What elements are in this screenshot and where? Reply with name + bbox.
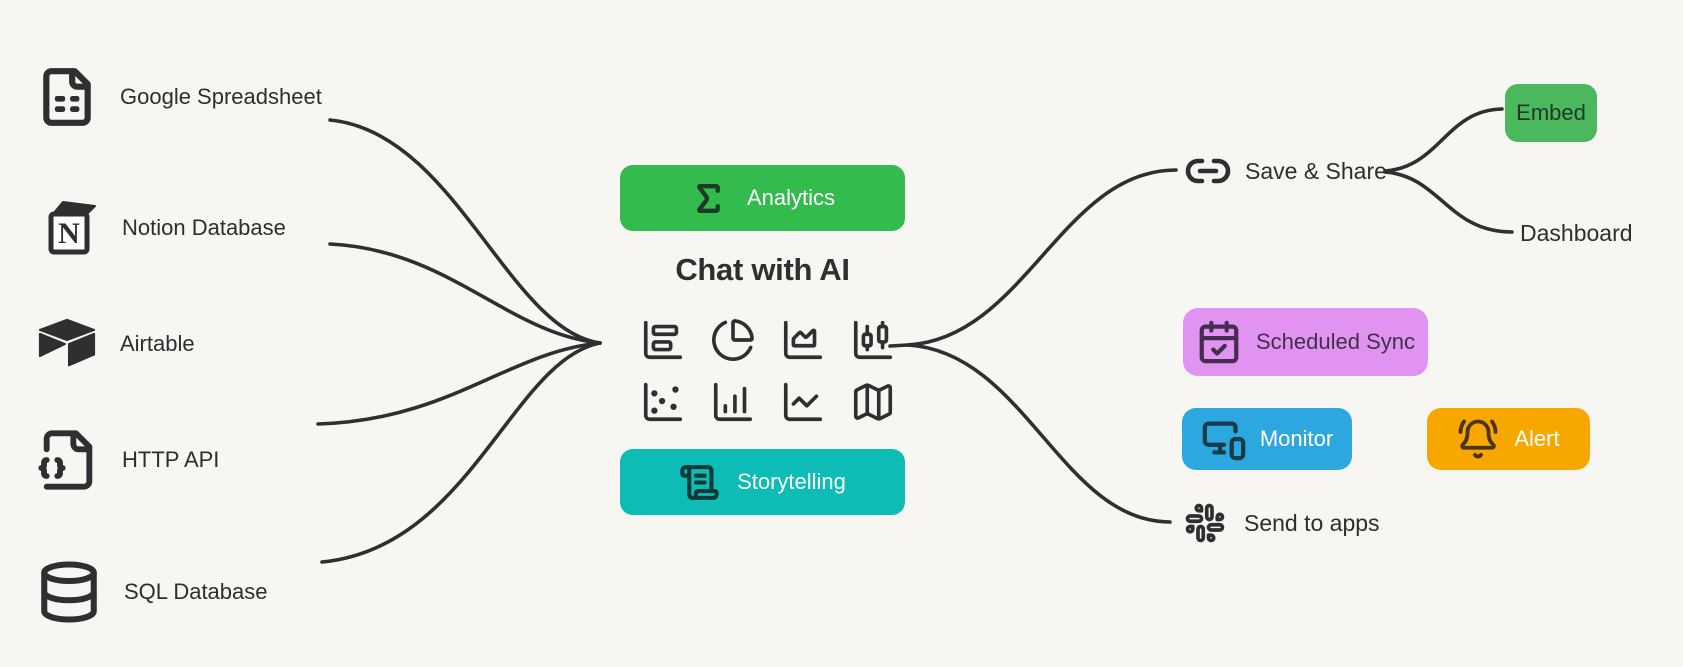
map-icon: [853, 383, 893, 421]
monitor-badge[interactable]: Monitor: [1182, 408, 1352, 470]
analytics-badge[interactable]: Analytics: [620, 165, 905, 231]
database-icon: [41, 561, 97, 623]
send-to-apps-node[interactable]: Send to apps: [1184, 501, 1380, 545]
spreadsheet-file-icon: [43, 68, 91, 126]
source-notion-database[interactable]: N Notion Database: [36, 196, 286, 260]
page-title: Chat with AI: [675, 252, 850, 287]
column-chart-icon: [713, 382, 753, 422]
edge-center-to-save-share: [906, 168, 1178, 347]
candlestick-chart-icon: [853, 320, 893, 360]
edge-httpapi-to-center: [316, 341, 602, 426]
edge-save-share-to-dashboard: [1383, 170, 1514, 234]
source-label: SQL Database: [124, 579, 268, 604]
source-label: Google Spreadsheet: [120, 84, 322, 109]
edge-google-to-center: [328, 118, 602, 345]
json-file-icon: [38, 430, 93, 490]
notion-cube-icon: N: [48, 201, 96, 255]
edge-save-share-to-embed: [1383, 107, 1504, 173]
storytelling-badge-label: Storytelling: [737, 469, 846, 494]
edge-center-to-send-apps: [906, 343, 1172, 524]
svg-text:N: N: [58, 217, 80, 250]
sigma-icon: [697, 183, 720, 213]
embed-badge[interactable]: Embed: [1505, 84, 1597, 142]
scatter-plot-icon: [643, 382, 683, 422]
edge-notion-to-center: [328, 242, 602, 345]
horizontal-bar-chart-icon: [643, 320, 683, 360]
alert-badge-label: Alert: [1514, 426, 1560, 451]
source-http-api[interactable]: HTTP API: [36, 428, 219, 492]
send-to-apps-label: Send to apps: [1244, 509, 1380, 536]
source-label: Notion Database: [122, 215, 286, 240]
source-airtable[interactable]: Airtable: [36, 316, 195, 372]
source-sql-database[interactable]: SQL Database: [36, 556, 268, 628]
slack-icon: [1185, 503, 1225, 543]
save-share-label: Save & Share: [1245, 157, 1387, 184]
link-icon: [1185, 158, 1231, 184]
area-chart-icon: [783, 320, 823, 360]
center-right-tail: [888, 343, 910, 348]
alert-badge[interactable]: Alert: [1427, 408, 1590, 470]
chart-type-grid: [640, 317, 896, 425]
calendar-check-icon: [1199, 320, 1239, 364]
bell-ring-icon: [1458, 419, 1498, 459]
monitor-badge-label: Monitor: [1259, 426, 1334, 451]
storytelling-badge[interactable]: Storytelling: [620, 449, 905, 515]
scheduled-sync-label: Scheduled Sync: [1256, 329, 1415, 354]
source-label: Airtable: [120, 331, 195, 356]
embed-badge-label: Embed: [1516, 100, 1586, 125]
source-google-spreadsheet[interactable]: Google Spreadsheet: [36, 66, 322, 128]
source-label: HTTP API: [122, 447, 220, 472]
pie-chart-icon: [712, 319, 754, 361]
airtable-icon: [38, 318, 96, 367]
scroll-text-icon: [680, 464, 719, 500]
monitor-smartphone-icon: [1202, 421, 1246, 461]
save-share-node[interactable]: Save & Share: [1184, 146, 1387, 196]
dashboard-label: Dashboard: [1520, 219, 1633, 246]
dashboard-node[interactable]: Dashboard: [1520, 219, 1633, 247]
line-chart-icon: [783, 382, 823, 422]
edge-sql-to-center: [320, 341, 602, 564]
analytics-badge-label: Analytics: [746, 185, 836, 210]
scheduled-sync-badge[interactable]: Scheduled Sync: [1183, 308, 1428, 376]
